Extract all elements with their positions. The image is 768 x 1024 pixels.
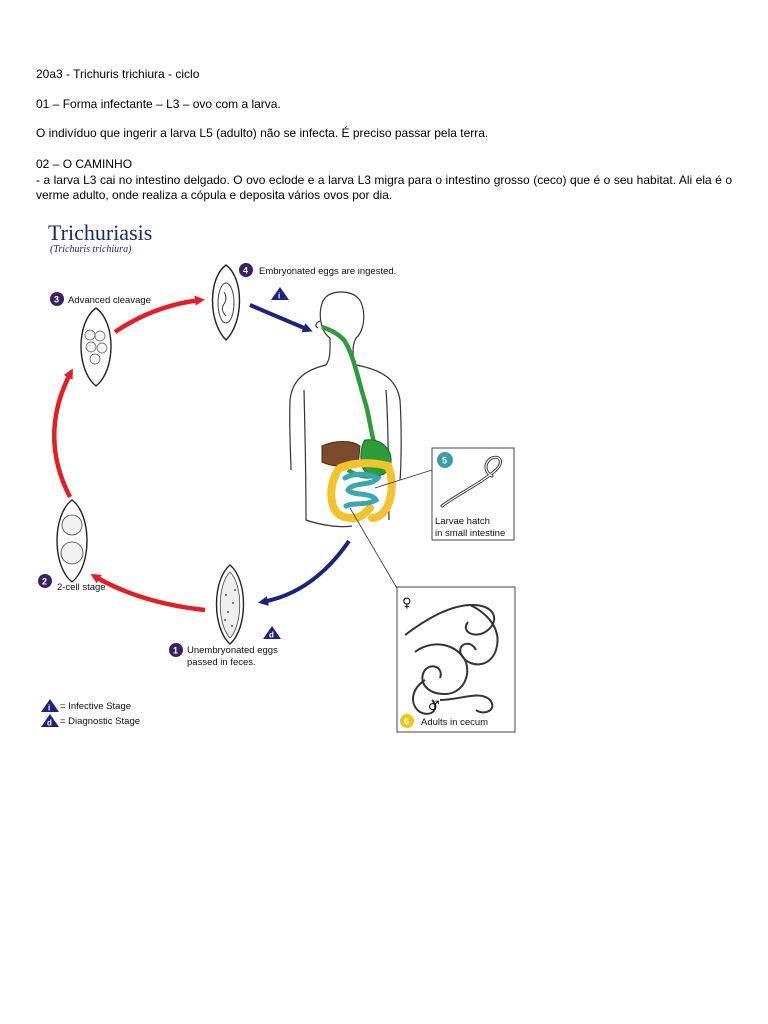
svg-text:Advanced cleavage: Advanced cleavage <box>68 295 151 306</box>
svg-text:= Infective Stage: = Infective Stage <box>60 701 131 712</box>
stage-5-label: 5 Larvae hatch in small intestine <box>435 452 505 539</box>
badge-4 <box>239 263 253 277</box>
arrow-human-to-1 <box>258 539 351 606</box>
doc-line-01: 01 – Forma infectante – L3 – ovo com a l… <box>36 97 281 111</box>
arrow-2-to-3 <box>52 368 73 499</box>
svg-text:6: 6 <box>404 717 409 727</box>
badge-5 <box>437 452 453 468</box>
badge-6 <box>400 714 414 728</box>
arrow-4-to-human <box>249 303 313 333</box>
doc-line-02-text: - a larva L3 cai no intestino delgado. O… <box>36 173 732 202</box>
male-symbol: ♂ <box>428 699 440 714</box>
svg-text:Unembryonated eggs: Unembryonated eggs <box>187 645 278 656</box>
leader-line-larvae <box>374 469 433 489</box>
doc-line-warning: O indivíduo que ingerir a larva L5 (adul… <box>36 126 489 140</box>
badge-1 <box>169 643 183 657</box>
egg-advanced-cleavage <box>80 307 112 387</box>
svg-text:passed in feces.: passed in feces. <box>187 657 256 668</box>
stage-6-label: 6 Adults in cecum <box>400 714 488 728</box>
infective-marker: i <box>271 287 289 301</box>
leader-line-adults <box>349 507 399 591</box>
svg-text:d: d <box>47 719 52 728</box>
stage-4-label: 4 Embryonated eggs are ingested. <box>239 263 396 277</box>
svg-text:Larvae hatch: Larvae hatch <box>435 516 490 527</box>
svg-text:1: 1 <box>173 646 178 656</box>
svg-text:in small intestine: in small intestine <box>435 528 505 539</box>
svg-text:3: 3 <box>54 295 59 305</box>
large-intestine <box>327 459 396 523</box>
badge-2 <box>38 574 52 588</box>
svg-text:2: 2 <box>42 577 47 587</box>
diagnostic-marker: d <box>263 626 281 640</box>
svg-text:= Diagnostic Stage: = Diagnostic Stage <box>60 716 140 727</box>
svg-text:2-cell stage: 2-cell stage <box>57 582 106 593</box>
legend-diagnostic: d = Diagnostic Stage <box>41 714 140 728</box>
adults-inset-box <box>396 586 516 733</box>
egg-unembryonated <box>215 564 245 645</box>
svg-text:5: 5 <box>442 456 447 466</box>
stage-3-label: 3 Advanced cleavage <box>50 292 151 306</box>
arrow-3-to-4 <box>113 295 205 334</box>
infective-stage-icon <box>41 699 59 712</box>
svg-text:Embryonated eggs are ingested.: Embryonated eggs are ingested. <box>259 266 396 277</box>
badge-3 <box>50 292 64 306</box>
figure-subtitle: (Trichuris trichiura) <box>50 244 132 255</box>
svg-text:i: i <box>278 292 280 301</box>
svg-text:Adults in cecum: Adults in cecum <box>421 717 488 728</box>
doc-line-02-heading: 02 – O CAMINHO <box>36 157 133 171</box>
stage-1-label: 1 Unembryonated eggs passed in feces. <box>169 643 278 668</box>
stage-2-label: 2 2-cell stage <box>38 574 106 593</box>
arrow-1-to-2 <box>90 573 206 613</box>
egg-embryonated <box>211 264 241 341</box>
egg-2-cell <box>56 499 88 583</box>
figure-title: Trichuriasis <box>48 220 152 245</box>
female-symbol: ♀ <box>402 596 412 611</box>
diagnostic-stage-icon <box>41 714 59 727</box>
svg-text:d: d <box>269 631 274 640</box>
svg-text:4: 4 <box>243 266 248 276</box>
legend-infective: i = Infective Stage <box>41 699 131 713</box>
adult-worms-drawing <box>404 603 499 715</box>
small-intestine <box>342 471 382 509</box>
svg-text:i: i <box>48 704 50 713</box>
doc-title-line: 20a3 - Trichuris trichiura - ciclo <box>36 67 200 81</box>
